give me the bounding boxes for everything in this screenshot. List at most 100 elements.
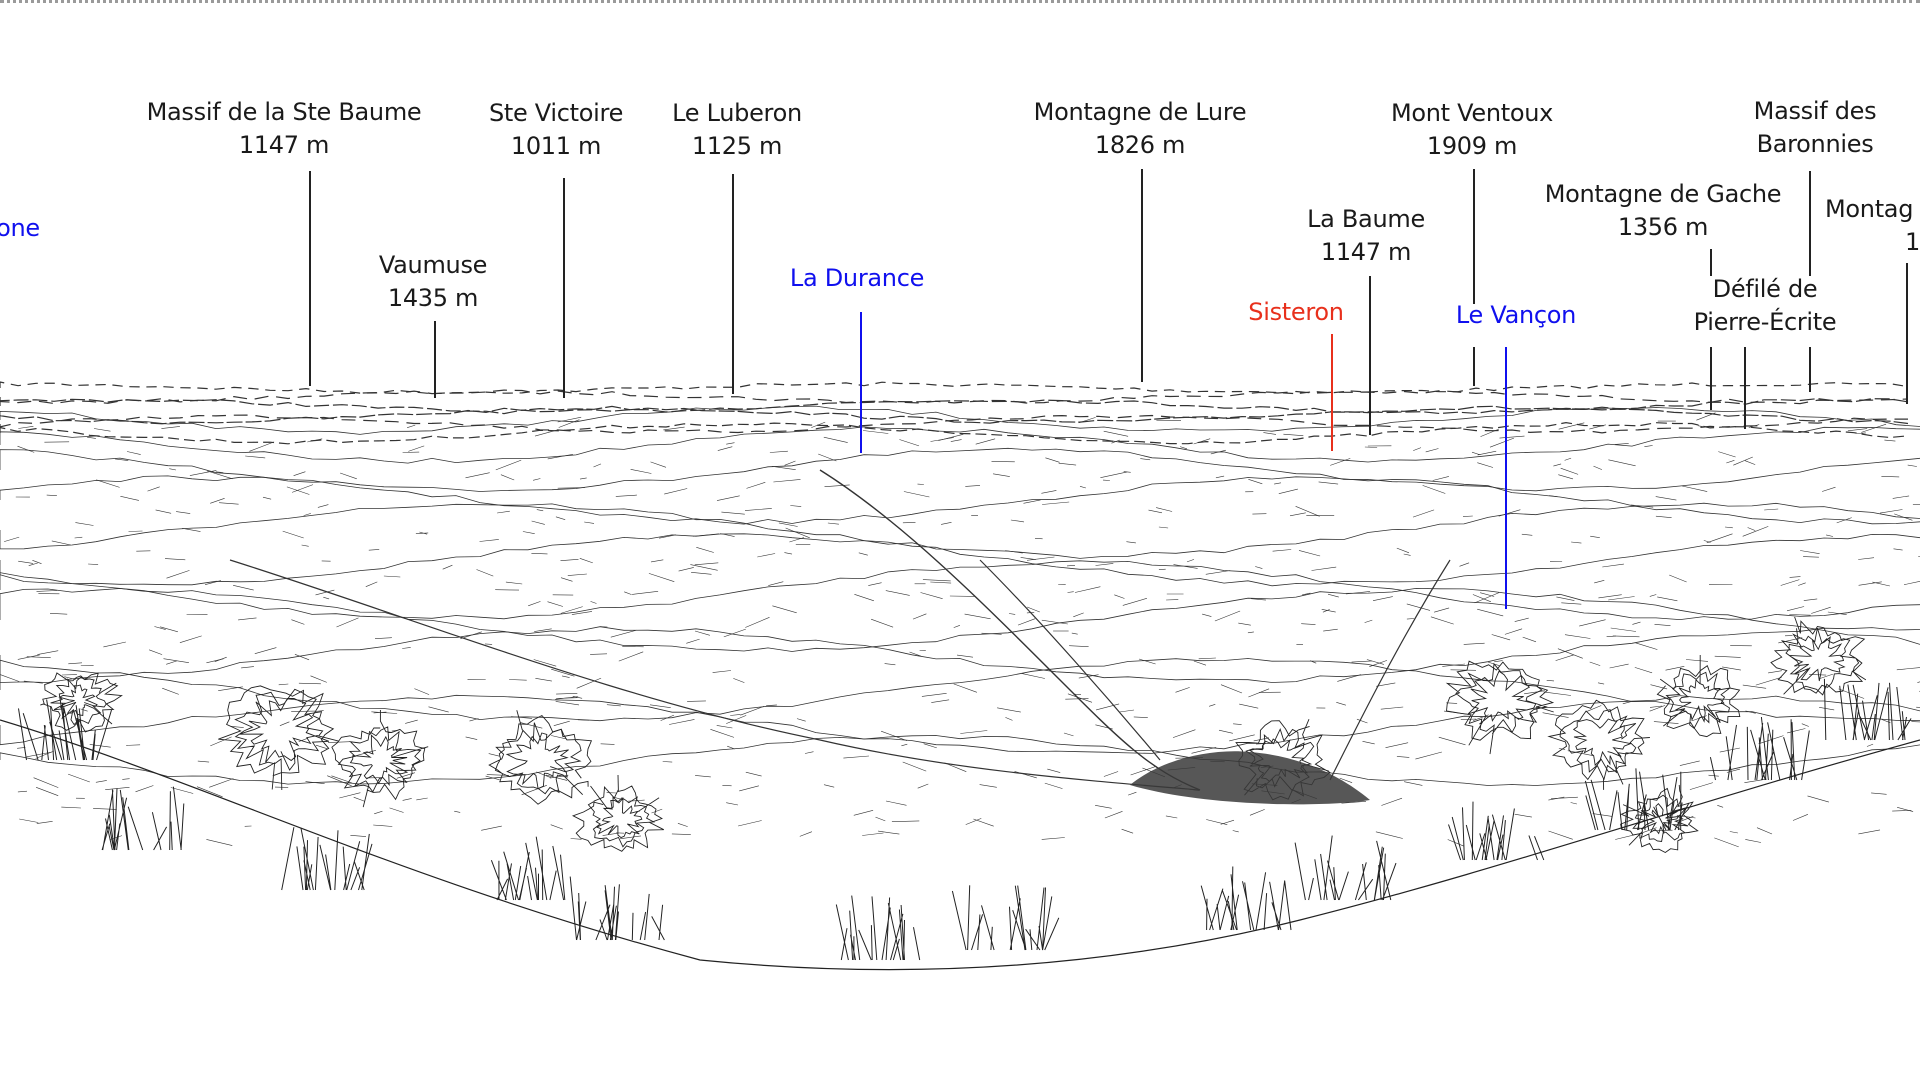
hatch-stroke bbox=[1058, 462, 1077, 466]
hatch-stroke bbox=[1023, 499, 1041, 504]
hatch-stroke bbox=[1122, 598, 1147, 606]
hatch-stroke bbox=[1263, 432, 1277, 435]
hatch-stroke bbox=[1542, 712, 1569, 718]
hatch-stroke bbox=[61, 806, 81, 809]
hatch-stroke bbox=[1733, 456, 1753, 466]
hatch-stroke bbox=[1218, 729, 1233, 734]
grass-tuft bbox=[490, 836, 566, 901]
hill-contour-line bbox=[0, 475, 1920, 525]
hatch-stroke bbox=[1381, 797, 1403, 806]
hatch-stroke bbox=[1330, 458, 1351, 466]
hatch-stroke bbox=[979, 784, 997, 788]
hatch-stroke bbox=[1103, 430, 1129, 437]
hatch-stroke bbox=[727, 745, 735, 750]
hatch-stroke bbox=[1571, 541, 1582, 544]
hatch-stroke bbox=[1748, 424, 1760, 428]
hatch-stroke bbox=[166, 660, 177, 665]
hatch-stroke bbox=[1209, 704, 1216, 707]
hatch-stroke bbox=[606, 704, 621, 707]
hatch-stroke bbox=[415, 532, 429, 534]
hatch-stroke bbox=[1278, 488, 1298, 494]
hatch-stroke bbox=[1655, 496, 1677, 501]
hatch-stroke bbox=[164, 558, 186, 561]
hatch-stroke bbox=[555, 701, 580, 706]
hatch-stroke bbox=[1172, 729, 1196, 738]
hatch-stroke bbox=[219, 502, 239, 505]
hatch-stroke bbox=[880, 730, 908, 741]
hatch-stroke bbox=[1916, 706, 1920, 708]
hatch-stroke bbox=[1014, 771, 1037, 779]
hatch-stroke bbox=[1042, 501, 1070, 505]
hatch-stroke bbox=[692, 533, 720, 537]
hatch-stroke bbox=[964, 613, 991, 620]
hatch-stroke bbox=[368, 549, 380, 551]
hatch-stroke bbox=[992, 473, 1010, 477]
pointer-line-defile bbox=[1744, 347, 1746, 429]
peak-name: La Baume bbox=[1307, 205, 1425, 233]
river-name: one bbox=[0, 214, 40, 242]
hatch-stroke bbox=[1111, 439, 1120, 444]
hatch-stroke bbox=[286, 486, 310, 495]
hatch-stroke bbox=[1742, 526, 1769, 537]
hatch-stroke bbox=[1008, 613, 1016, 615]
hatch-stroke bbox=[291, 484, 314, 493]
hatch-stroke bbox=[579, 477, 587, 480]
hatch-stroke bbox=[687, 700, 706, 702]
hatch-stroke bbox=[1295, 506, 1320, 517]
hatch-stroke bbox=[956, 654, 974, 658]
hatch-stroke bbox=[1318, 481, 1339, 485]
hatch-stroke bbox=[744, 508, 772, 511]
hatch-stroke bbox=[558, 419, 580, 428]
pointer-line-vaumuse bbox=[434, 321, 436, 398]
hatch-stroke bbox=[953, 625, 961, 628]
hatch-stroke bbox=[336, 617, 359, 628]
hatch-stroke bbox=[315, 710, 324, 712]
hatch-stroke bbox=[1858, 581, 1882, 586]
hatch-stroke bbox=[469, 718, 479, 722]
hill-contour-line bbox=[0, 658, 1920, 722]
hatch-stroke bbox=[154, 626, 166, 630]
hatch-stroke bbox=[1463, 642, 1485, 645]
hatch-stroke bbox=[442, 564, 453, 570]
hatch-stroke bbox=[615, 494, 637, 497]
hatch-stroke bbox=[1884, 439, 1896, 442]
hatch-stroke bbox=[1198, 657, 1216, 660]
hatch-stroke bbox=[407, 424, 416, 428]
hatch-stroke bbox=[291, 619, 305, 625]
hatch-stroke bbox=[1679, 760, 1700, 766]
hatch-stroke bbox=[1826, 534, 1834, 537]
hatch-stroke bbox=[567, 573, 587, 576]
hatch-stroke bbox=[1655, 515, 1672, 518]
hatch-stroke bbox=[1472, 714, 1489, 721]
hatch-stroke bbox=[162, 687, 179, 695]
grass-tuft bbox=[569, 876, 665, 941]
hatch-stroke bbox=[1838, 688, 1865, 699]
hatch-stroke bbox=[1836, 517, 1852, 524]
hatch-stroke bbox=[148, 649, 163, 655]
hatch-stroke bbox=[1590, 535, 1600, 538]
hatch-stroke bbox=[1233, 723, 1242, 725]
hatch-stroke bbox=[1589, 661, 1601, 666]
peak-name: Le Luberon bbox=[672, 99, 802, 127]
hatch-stroke bbox=[577, 719, 590, 721]
hatch-stroke bbox=[1597, 682, 1605, 685]
hatch-stroke bbox=[1477, 462, 1494, 468]
hatch-stroke bbox=[96, 479, 120, 488]
hatch-stroke bbox=[1341, 801, 1367, 804]
hatch-stroke bbox=[560, 559, 579, 561]
hatch-stroke bbox=[189, 470, 217, 476]
hatch-stroke bbox=[1719, 747, 1740, 753]
hatch-stroke bbox=[1078, 674, 1099, 679]
hatch-stroke bbox=[1336, 702, 1346, 706]
hatch-stroke bbox=[1138, 658, 1156, 665]
peak-elevation: 1011 m bbox=[510, 132, 602, 160]
hatch-stroke bbox=[339, 792, 361, 799]
hatch-stroke bbox=[789, 537, 805, 543]
hatch-stroke bbox=[1114, 594, 1125, 599]
hatch-stroke bbox=[1067, 591, 1074, 593]
hatch-stroke bbox=[120, 496, 139, 501]
hatch-stroke bbox=[772, 605, 797, 614]
